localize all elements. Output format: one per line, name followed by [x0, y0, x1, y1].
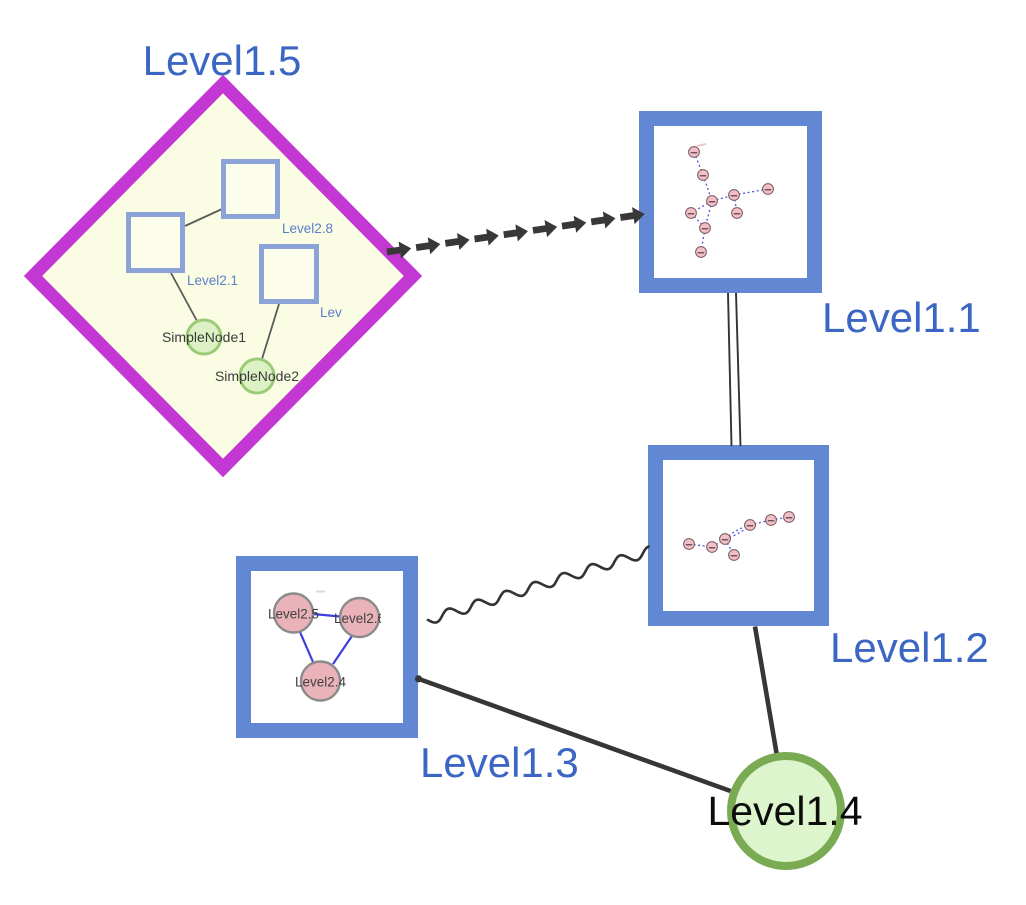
mini-graph-edge [724, 524, 751, 540]
mini-graph-node[interactable] [695, 246, 707, 258]
mini-graph-node[interactable] [719, 533, 731, 545]
double-line-right [735, 292, 742, 447]
lev-label: Lev [320, 305, 342, 320]
artifact-dash [696, 143, 707, 147]
level2-4-label: Level2.4 [295, 675, 347, 690]
node-simplenode1[interactable] [185, 318, 223, 356]
edge-source-dot [414, 675, 423, 683]
mini-graph-node[interactable] [731, 207, 743, 219]
edge-level1-3-level1-2-wavy[interactable] [426, 545, 650, 624]
node-level2-4[interactable] [299, 660, 342, 702]
mini-graph-node[interactable] [783, 511, 795, 523]
dashed-arrow-glyph [444, 232, 470, 250]
edge-level1-1-level1-2[interactable] [727, 292, 742, 447]
group-node-level1-2[interactable]: Level1.2 [648, 445, 989, 672]
mini-graph-node[interactable] [706, 541, 718, 553]
node-level2-1[interactable] [126, 212, 185, 273]
node-simplenode2[interactable] [238, 357, 276, 395]
level1-4-label: Level1.4 [707, 788, 862, 834]
double-line-left [727, 292, 733, 447]
level2-5-label: Level2.5 [268, 607, 319, 622]
level1-5-diamond-shape[interactable] [23, 74, 423, 478]
node-level2-6[interactable] [338, 596, 381, 639]
simplenode2-label: SimpleNode2 [215, 368, 299, 384]
edge-level1-3-level1-4[interactable] [414, 675, 732, 794]
edge-level2-5-level2-6 [312, 612, 341, 618]
group-node-level1-5[interactable]: Level1.5 Level2.8 Level2.1 Lev SimpleNod… [23, 37, 423, 478]
level1-3-square-shape[interactable] [236, 556, 418, 738]
mini-graph-node[interactable] [685, 207, 697, 219]
level1-4-circle-shape[interactable] [727, 752, 845, 870]
group-node-level1-1[interactable]: Level1.1 [639, 111, 981, 342]
dashed-arrow-glyph [415, 237, 441, 255]
group-node-level1-3[interactable]: Level2.5 Level2.6 Level2.4 Level1.3 [236, 556, 579, 787]
level2-8-label: Level2.8 [282, 221, 333, 236]
mini-graph-edge [749, 519, 772, 526]
simplenode1-label: SimpleNode1 [162, 329, 246, 345]
edge-level1-5-level1-1[interactable] [386, 205, 646, 260]
edge-level1-2-level1-4[interactable] [752, 626, 779, 754]
edge-level2-1-level2-8 [184, 208, 223, 227]
mini-graph-node[interactable] [699, 222, 711, 234]
dashed-arrow-glyph [503, 224, 528, 242]
level1-1-label: Level1.1 [822, 294, 981, 341]
mini-graph-edge [724, 524, 751, 540]
node-level1-4[interactable]: Level1.4 [707, 752, 863, 870]
node-level2-5[interactable] [272, 592, 315, 634]
level1-3-label: Level1.3 [420, 739, 579, 786]
mini-graph-node[interactable] [683, 538, 695, 550]
dashed-arrow-glyph [386, 241, 412, 259]
mini-graph-node[interactable] [728, 189, 740, 201]
mini-graph-node[interactable] [762, 183, 774, 195]
mini-graph-node[interactable] [688, 146, 700, 158]
dashed-arrow-glyph [619, 207, 645, 225]
node-lev[interactable] [259, 244, 319, 304]
dashed-arrow-glyph [532, 220, 558, 238]
mini-graph-node[interactable] [697, 169, 709, 181]
level2-6-label: Level2.6 [334, 611, 385, 626]
dashed-arrow-glyph [590, 211, 616, 229]
edge-level2-1-simplenode1 [170, 272, 198, 322]
dashed-arrow-glyph [474, 228, 499, 246]
thick-line [418, 676, 732, 794]
node-level2-8[interactable] [221, 159, 280, 219]
level1-1-square-shape[interactable] [639, 111, 822, 293]
level1-2-label: Level1.2 [830, 624, 989, 671]
edge-level2-6-level2-4 [332, 635, 353, 665]
mini-graph-edge [690, 212, 706, 229]
mini-graph-node[interactable] [765, 514, 777, 526]
level1-5-label: Level1.5 [143, 37, 302, 84]
edge-level2-5-level2-4 [298, 631, 315, 663]
mini-graph-node[interactable] [744, 519, 756, 531]
level2-1-label: Level2.1 [187, 273, 238, 288]
level1-2-square-shape[interactable] [648, 445, 829, 626]
mini-graph-node[interactable] [728, 549, 740, 561]
mini-graph-node[interactable] [706, 195, 718, 207]
edge-lev-simplenode2 [261, 303, 280, 360]
dashed-arrow-glyph [561, 215, 587, 233]
